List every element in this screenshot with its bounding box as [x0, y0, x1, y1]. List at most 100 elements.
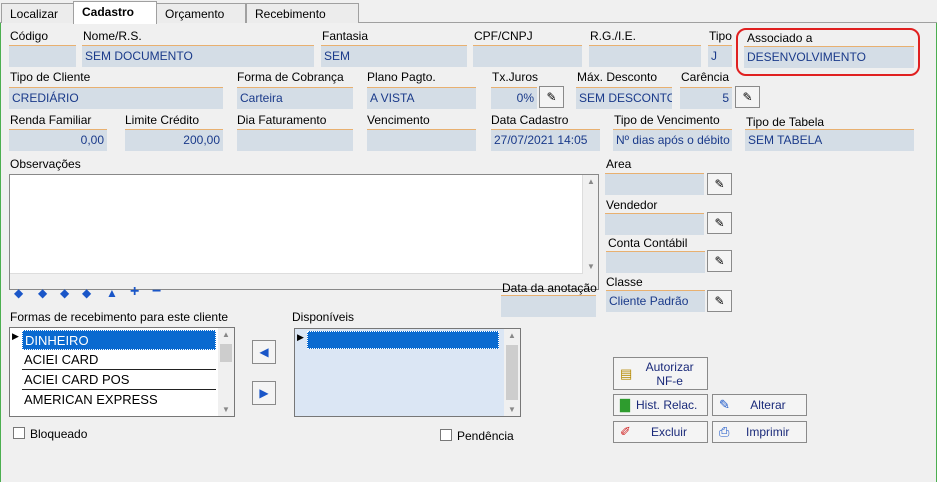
area-field[interactable] [605, 173, 704, 195]
area-lookup-button[interactable]: ✎ [707, 173, 732, 195]
label-fantasia: Fantasia [322, 29, 369, 43]
label-bloqueado: Bloqueado [30, 427, 88, 441]
current-row-icon: ▶ [297, 332, 304, 342]
scroll-down-icon[interactable]: ▼ [587, 262, 595, 271]
tab-recebimento[interactable]: Recebimento [246, 3, 359, 23]
pen-icon: ✎ [719, 397, 730, 412]
tx-juros-edit-button[interactable]: ✎ [539, 86, 564, 108]
label-rg: R.G./I.E. [590, 29, 637, 43]
scroll-down-icon[interactable]: ▼ [222, 405, 230, 414]
scroll-up-icon[interactable]: ▲ [587, 177, 595, 186]
cpf-field[interactable] [473, 45, 582, 67]
label-area: Area [606, 157, 632, 171]
tipo-venc-field[interactable]: Nº dias após o débito [613, 129, 732, 151]
dia-fat-field[interactable] [237, 129, 353, 151]
move-right-button[interactable]: ▶ [252, 381, 276, 405]
data-anotacao-field[interactable] [501, 295, 596, 317]
up-record-icon[interactable]: ▲ [106, 286, 118, 300]
bloqueado-checkbox[interactable] [13, 427, 25, 439]
formas-list[interactable]: ▶ DINHEIRO ACIEI CARD ACIEI CARD POS AME… [9, 327, 235, 417]
list-item[interactable]: DINHEIRO [22, 330, 216, 350]
plano-field[interactable]: A VISTA [367, 87, 476, 109]
scroll-up-icon[interactable]: ▲ [222, 330, 230, 339]
list-item[interactable] [307, 331, 499, 349]
label-tipo-cliente: Tipo de Cliente [10, 70, 91, 84]
carencia-field[interactable]: 5 [680, 87, 732, 109]
arrow-left-icon: ◀ [259, 345, 269, 359]
autorizar-nfe-button[interactable]: ▤ Autorizar NF-e [613, 357, 708, 390]
rg-field[interactable] [589, 45, 701, 67]
pen-icon: ✎ [714, 177, 725, 191]
pendencia-checkbox[interactable] [440, 429, 452, 441]
prev-record-icon[interactable]: ◆ [38, 286, 48, 300]
tab-orcamento[interactable]: Orçamento [156, 3, 246, 23]
imprimir-button[interactable]: ⎙ Imprimir [712, 421, 807, 443]
button-label: Excluir [650, 425, 687, 439]
vendedor-field[interactable] [605, 213, 704, 235]
conta-field[interactable] [606, 251, 705, 273]
max-desconto-field[interactable]: SEM DESCONTO [576, 87, 672, 109]
tab-cadastro[interactable]: Cadastro [73, 1, 157, 24]
last-record-icon[interactable]: ◆ [82, 286, 92, 300]
list-item[interactable]: ACIEI CARD POS [22, 370, 216, 390]
horizontal-scrollbar[interactable] [10, 273, 583, 289]
move-left-button[interactable]: ◀ [252, 340, 276, 364]
label-max-desconto: Máx. Desconto [577, 70, 658, 84]
hist-relac-button[interactable]: ▇ Hist. Relac. [613, 394, 708, 416]
fantasia-field[interactable]: SEM [321, 45, 467, 67]
label-tipo-venc: Tipo de Vencimento [614, 113, 720, 127]
data-cadastro-field[interactable]: 27/07/2021 14:05 [491, 129, 600, 151]
scroll-down-icon[interactable]: ▼ [508, 405, 516, 414]
scroll-thumb[interactable] [220, 344, 232, 362]
first-record-icon[interactable]: ◆ [14, 286, 24, 300]
alterar-button[interactable]: ✎ Alterar [712, 394, 807, 416]
next-record-icon[interactable]: ◆ [60, 286, 70, 300]
delete-record-icon[interactable]: − [152, 283, 162, 300]
nome-field[interactable]: SEM DOCUMENTO [82, 45, 314, 67]
pen-icon: ✎ [742, 90, 753, 104]
tx-juros-field[interactable]: 0% [491, 87, 537, 109]
carencia-edit-button[interactable]: ✎ [735, 86, 760, 108]
pen-icon: ✎ [714, 216, 725, 230]
label-tx-juros: Tx.Juros [492, 70, 539, 84]
forma-cobranca-field[interactable]: Carteira [237, 87, 353, 109]
codigo-field[interactable] [9, 45, 76, 67]
label-tipo: Tipo [709, 29, 732, 43]
tab-label: Recebimento [255, 7, 326, 21]
limite-field[interactable]: 200,00 [125, 129, 223, 151]
classe-field[interactable]: Cliente Padrão [606, 290, 705, 312]
vertical-scrollbar[interactable]: ▲ ▼ [218, 328, 234, 416]
classe-lookup-button[interactable]: ✎ [707, 290, 732, 312]
renda-field[interactable]: 0,00 [9, 129, 107, 151]
tab-label: Localizar [10, 7, 59, 21]
add-record-icon[interactable]: + [130, 283, 140, 300]
label-limite: Limite Crédito [125, 113, 200, 127]
list-item[interactable]: AMERICAN EXPRESS [24, 392, 158, 407]
tab-bar: Localizar Cadastro Orçamento Recebimento [0, 0, 937, 24]
label-cpf: CPF/CNPJ [474, 29, 533, 43]
scroll-up-icon[interactable]: ▲ [508, 331, 516, 340]
tipo-tabela-field[interactable]: SEM TABELA [745, 129, 914, 151]
vendedor-lookup-button[interactable]: ✎ [707, 212, 732, 234]
conta-lookup-button[interactable]: ✎ [707, 250, 732, 272]
vencimento-field[interactable] [367, 129, 476, 151]
associado-field[interactable]: DESENVOLVIMENTO [744, 46, 914, 68]
label-disponiveis: Disponíveis [292, 310, 355, 324]
button-label: NF-e [656, 373, 683, 388]
tipo-field[interactable]: J [708, 45, 732, 67]
label-nome: Nome/R.S. [83, 29, 142, 43]
label-codigo: Código [10, 29, 49, 43]
observacoes-textarea[interactable]: ▲ ▼ [9, 174, 599, 290]
pen-icon: ✎ [714, 254, 725, 268]
vertical-scrollbar[interactable]: ▲ ▼ [582, 175, 598, 289]
label-data-cadastro: Data Cadastro [491, 113, 569, 127]
vertical-scrollbar[interactable]: ▲ ▼ [504, 329, 520, 416]
disponiveis-list[interactable]: ▶ ▲ ▼ [294, 328, 521, 417]
highlight-annotation [736, 28, 920, 76]
list-item[interactable]: ACIEI CARD [22, 350, 216, 370]
label-associado: Associado a [747, 31, 813, 45]
excluir-button[interactable]: ✐ Excluir [613, 421, 708, 443]
tab-localizar[interactable]: Localizar [1, 3, 75, 23]
scroll-thumb[interactable] [506, 345, 518, 400]
tipo-cliente-field[interactable]: CREDIÁRIO [9, 87, 223, 109]
